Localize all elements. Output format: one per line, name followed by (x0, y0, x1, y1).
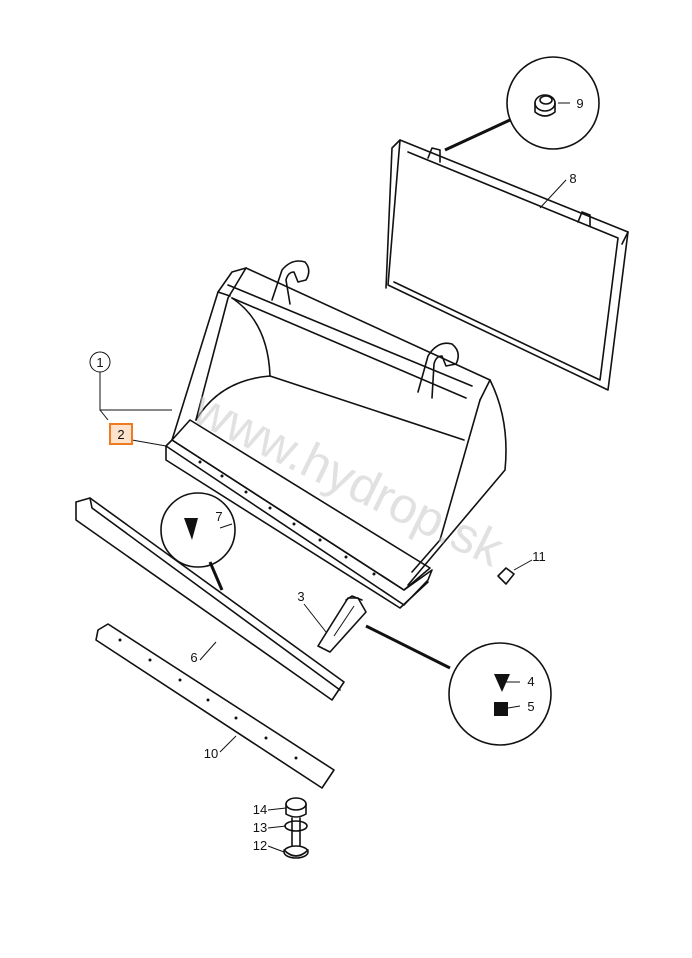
callout-4[interactable]: 4 (527, 674, 534, 689)
callout-11[interactable]: 11 (532, 549, 546, 564)
wear-strip (75, 497, 345, 701)
svg-text:14: 14 (253, 802, 267, 817)
svg-text:12: 12 (253, 838, 267, 853)
bolt-stack (283, 797, 309, 859)
lip-bolt-holes (198, 460, 376, 576)
bucket-tooth (317, 595, 367, 653)
callout-labels: 1 2 3 4 5 6 7 8 9 10 11 (89, 96, 584, 853)
svg-text:6: 6 (190, 650, 197, 665)
callout-7[interactable]: 7 (215, 509, 222, 524)
svg-text:13: 13 (253, 820, 267, 835)
svg-text:8: 8 (569, 171, 576, 186)
svg-text:2: 2 (117, 427, 124, 442)
svg-text:11: 11 (532, 549, 546, 564)
svg-text:5: 5 (527, 699, 534, 714)
callout-12[interactable]: 12 (253, 838, 267, 853)
callout-14[interactable]: 14 (253, 802, 267, 817)
svg-text:3: 3 (297, 589, 304, 604)
detail-circle-4-5 (365, 624, 552, 746)
callout-5[interactable]: 5 (527, 699, 534, 714)
callout-1[interactable]: 1 (89, 351, 111, 373)
cutting-edge (95, 623, 335, 789)
svg-text:4: 4 (527, 674, 534, 689)
clip-part (497, 567, 515, 585)
detail-circle-9 (444, 56, 600, 152)
callout-10[interactable]: 10 (204, 746, 218, 761)
leader-lines (99, 102, 570, 853)
bucket-body (165, 260, 507, 609)
svg-text:7: 7 (215, 509, 222, 524)
svg-text:9: 9 (576, 96, 583, 111)
svg-text:1: 1 (96, 355, 103, 370)
watermark-text: www.hydrop.sk (184, 379, 513, 578)
back-plate (385, 139, 629, 391)
callout-9[interactable]: 9 (576, 96, 583, 111)
callout-3[interactable]: 3 (297, 589, 304, 604)
detail-circle-7 (160, 492, 236, 591)
callout-13[interactable]: 13 (253, 820, 267, 835)
svg-text:10: 10 (204, 746, 218, 761)
callout-6[interactable]: 6 (190, 650, 197, 665)
callout-8[interactable]: 8 (569, 171, 576, 186)
callout-2[interactable]: 2 (109, 423, 133, 445)
